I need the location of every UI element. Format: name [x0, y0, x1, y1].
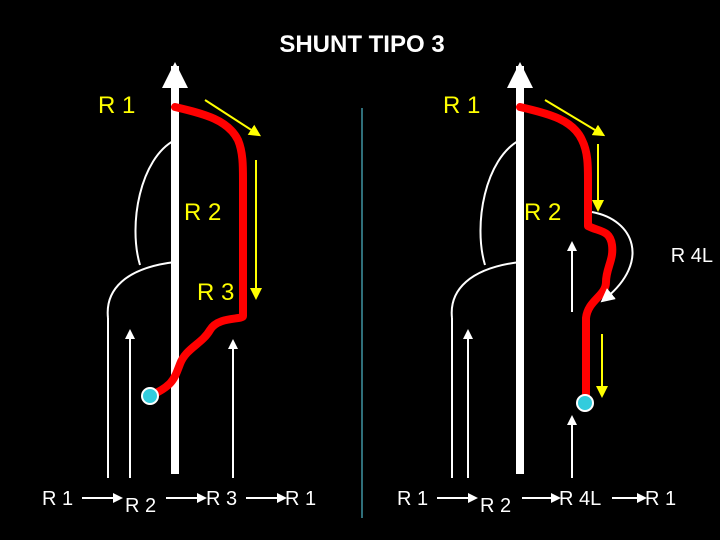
right-seq-step-2: R 2: [480, 495, 511, 517]
right-label-r4l: R 4L: [671, 245, 713, 267]
right-branch-lower: [452, 262, 520, 318]
left-seq-step-2: R 2: [125, 495, 156, 517]
right-shunt-endpoint: [577, 395, 593, 411]
left-label-r1: R 1: [98, 92, 135, 119]
left-shunt-path: [150, 107, 243, 396]
left-label-r2: R 2: [184, 199, 221, 226]
page-title: SHUNT TIPO 3: [279, 31, 444, 58]
left-branch-r2: [135, 140, 175, 265]
left-shunt-endpoint: [142, 388, 158, 404]
right-panel: R 1 R 2 R 4L: [443, 62, 713, 478]
right-label-r2: R 2: [524, 199, 561, 226]
left-axis-arrowhead: [162, 62, 188, 88]
left-seq-step-4: R 1: [285, 488, 316, 510]
left-seq-step-3: R 3: [206, 488, 237, 510]
left-sequence: R 1 R 2 R 3 R 1: [42, 488, 316, 517]
left-panel: R 1 R 2 R 3: [98, 62, 256, 478]
right-seq-step-4: R 1: [645, 488, 676, 510]
right-label-r1: R 1: [443, 92, 480, 119]
left-label-r3: R 3: [197, 279, 234, 306]
right-seq-step-3: R 4L: [559, 488, 601, 510]
right-sequence: R 1 R 2 R 4L R 1: [397, 488, 676, 517]
left-seq-step-1: R 1: [42, 488, 73, 510]
right-axis-arrowhead: [507, 62, 533, 88]
left-branch-r3: [108, 262, 175, 318]
right-seq-step-1: R 1: [397, 488, 428, 510]
right-branch-r2: [480, 140, 520, 265]
